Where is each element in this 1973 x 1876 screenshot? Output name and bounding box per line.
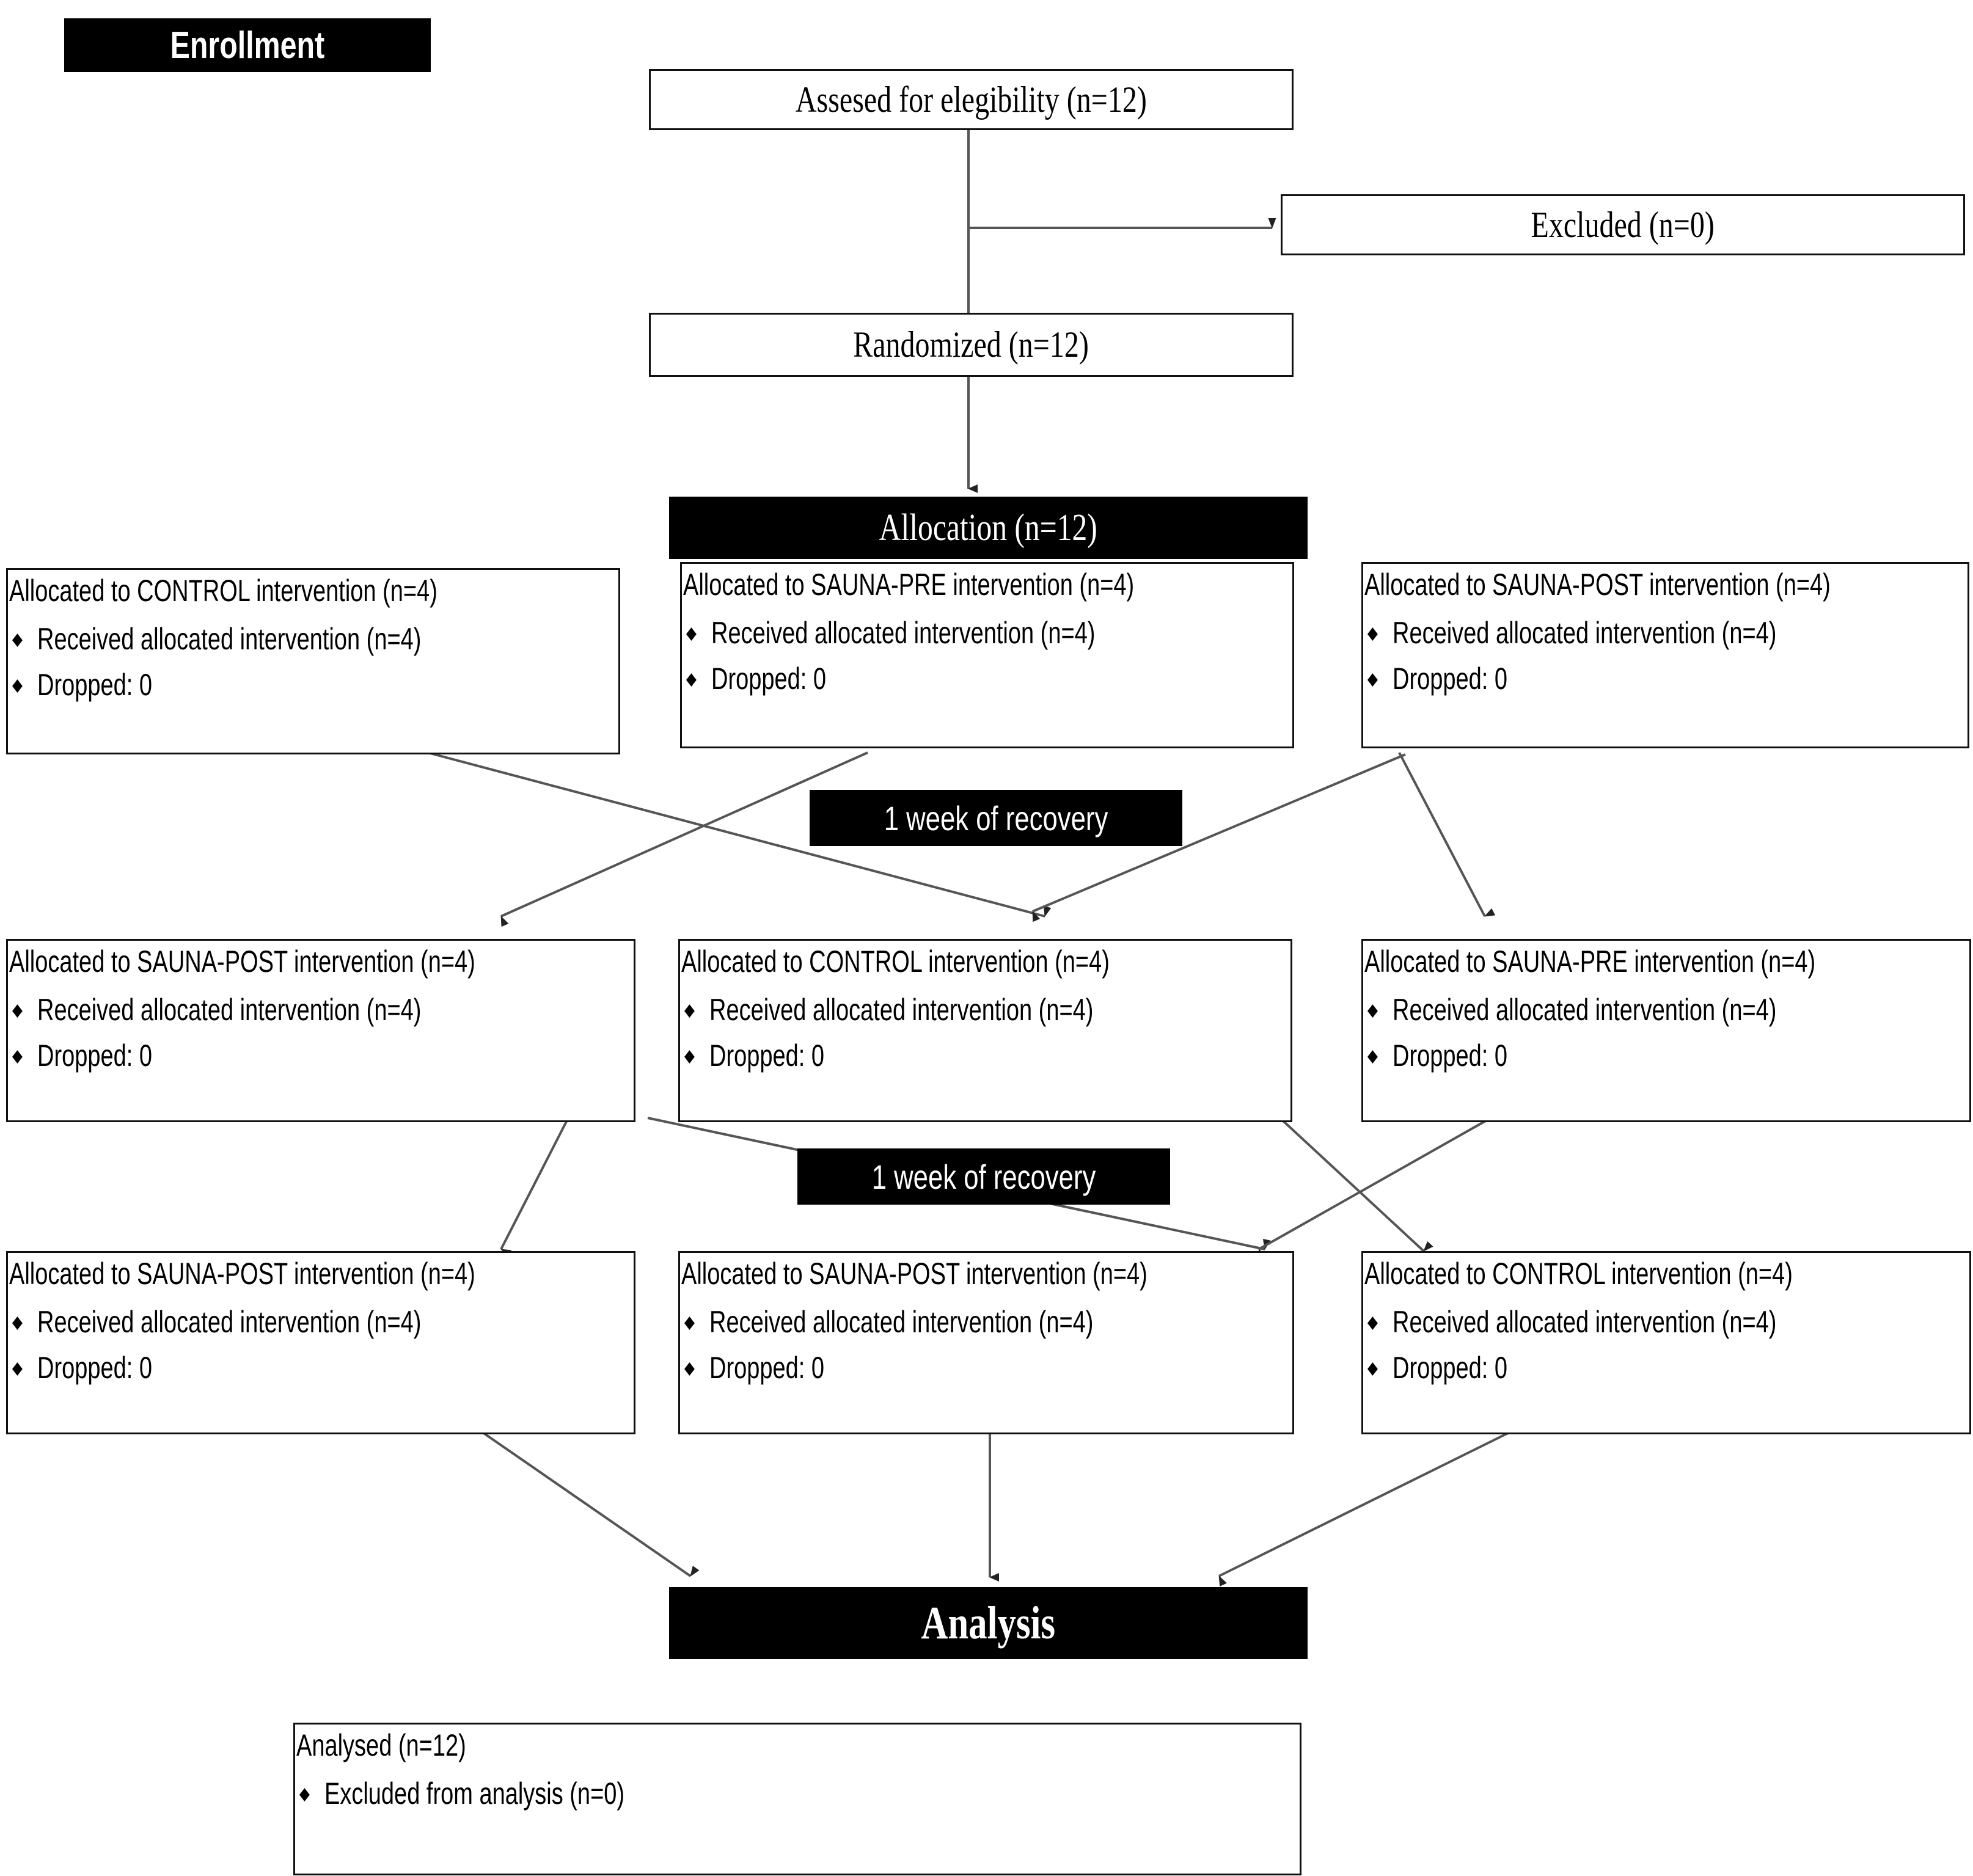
allocation-bullet-text: Dropped: 0 <box>1393 1038 1508 1073</box>
allocation-bullet: ♦ Received allocated intervention (n=4) <box>1364 1304 1898 1340</box>
allocation-box-period2-middle: Allocated to CONTROL intervention (n=4) … <box>678 939 1292 1122</box>
allocation-bullet-text: Received allocated intervention (n=4) <box>37 622 422 656</box>
allocation-heading: Allocated to SAUNA-PRE intervention (n=4… <box>1364 944 1816 979</box>
assessed-label: Assesed for elegibility (n=12) <box>796 79 1147 120</box>
bullet-diamond-icon: ♦ <box>1364 1313 1381 1335</box>
allocation-bullet: ♦ Dropped: 0 <box>1364 661 1543 696</box>
allocation-heading: Allocated to SAUNA-POST intervention (n=… <box>9 1257 475 1291</box>
bullet-diamond-icon: ♦ <box>1364 624 1381 646</box>
allocation-heading: Allocated to SAUNA-PRE intervention (n=4… <box>683 568 1135 602</box>
allocation-heading: Allocated to SAUNA-POST intervention (n=… <box>1364 568 1831 602</box>
bullet-diamond-icon: ♦ <box>296 1785 313 1806</box>
allocation-bullet: ♦ Received allocated intervention (n=4) <box>683 615 1217 651</box>
allocation-bullet: ♦ Dropped: 0 <box>9 1350 188 1385</box>
stage-banner-recovery-2: 1 week of recovery <box>797 1148 1170 1205</box>
allocation-bullet-text: Received allocated intervention (n=4) <box>1393 993 1777 1027</box>
bullet-diamond-icon: ♦ <box>9 1359 26 1381</box>
bullet-diamond-icon: ♦ <box>681 1047 698 1068</box>
allocation-bullet: ♦ Dropped: 0 <box>683 661 862 696</box>
allocation-bullet-text: Dropped: 0 <box>37 1351 153 1385</box>
allocation-box-period3-middle: Allocated to SAUNA-POST intervention (n=… <box>678 1251 1294 1434</box>
allocation-box-period2-left: Allocated to SAUNA-POST intervention (n=… <box>6 939 635 1122</box>
allocation-bullet-text: Received allocated intervention (n=4) <box>37 993 422 1027</box>
stage-banner-recovery-1: 1 week of recovery <box>810 790 1182 846</box>
allocation-bullet: ♦ Received allocated intervention (n=4) <box>1364 992 1898 1027</box>
allocation-bullet: ♦ Received allocated intervention (n=4) <box>681 1304 1215 1340</box>
allocation-bullet: ♦ Dropped: 0 <box>1364 1038 1543 1073</box>
excluded-box: Excluded (n=0) <box>1281 194 1965 255</box>
bullet-diamond-icon: ♦ <box>1364 670 1381 692</box>
analysed-box: Analysed (n=12) ♦ Excluded from analysis… <box>293 1723 1301 1875</box>
edge-p1c-to-p2c-left <box>1398 752 1496 917</box>
allocation-heading: Allocated to CONTROL intervention (n=4) <box>9 574 437 608</box>
bullet-diamond-icon: ♦ <box>1364 1047 1381 1068</box>
allocation-bullet-text: Dropped: 0 <box>711 662 827 696</box>
allocation-box-period1-right: Allocated to SAUNA-POST intervention (n=… <box>1361 562 1969 748</box>
allocation-box-period1-middle: Allocated to SAUNA-PRE intervention (n=4… <box>680 562 1294 748</box>
randomized-label: Randomized (n=12) <box>853 324 1089 365</box>
allocation-bullet-text: Received allocated intervention (n=4) <box>1393 1305 1777 1339</box>
bullet-diamond-icon: ♦ <box>9 630 26 652</box>
allocation-bullet-text: Dropped: 0 <box>709 1038 825 1073</box>
randomized-box: Randomized (n=12) <box>649 313 1294 377</box>
bullet-diamond-icon: ♦ <box>9 1047 26 1068</box>
allocation-bullet-text: Dropped: 0 <box>709 1351 825 1385</box>
allocation-bullet: ♦ Dropped: 0 <box>1364 1350 1543 1385</box>
analysed-bullet-text: Excluded from analysis (n=0) <box>324 1776 625 1811</box>
stage-banner-analysis: Analysis <box>669 1587 1308 1659</box>
allocation-bullet: ♦ Received allocated intervention (n=4) <box>9 621 543 657</box>
assessed-for-eligibility-box: Assesed for elegibility (n=12) <box>649 69 1294 130</box>
bullet-diamond-icon: ♦ <box>681 1001 698 1023</box>
bullet-diamond-icon: ♦ <box>681 1359 698 1381</box>
allocation-heading: Allocated to SAUNA-POST intervention (n=… <box>9 944 475 979</box>
allocation-bullet: ♦ Received allocated intervention (n=4) <box>9 1304 543 1340</box>
allocation-bullet: ♦ Received allocated intervention (n=4) <box>9 992 543 1027</box>
allocation-heading: Allocated to SAUNA-POST intervention (n=… <box>681 1257 1148 1291</box>
bullet-diamond-icon: ♦ <box>681 1313 698 1335</box>
allocation-box-period3-left: Allocated to SAUNA-POST intervention (n=… <box>6 1251 635 1434</box>
stage-label-analysis: Analysis <box>921 1597 1056 1649</box>
allocation-bullet: ♦ Dropped: 0 <box>9 667 188 703</box>
bullet-diamond-icon: ♦ <box>683 624 700 646</box>
allocation-bullet-text: Received allocated intervention (n=4) <box>709 993 1094 1027</box>
analysed-heading: Analysed (n=12) <box>296 1728 466 1762</box>
edge-p2b-to-p3a <box>500 1117 569 1258</box>
allocation-bullet: ♦ Received allocated intervention (n=4) <box>1364 615 1898 651</box>
stage-banner-allocation: Allocation (n=12) <box>669 497 1308 559</box>
bullet-diamond-icon: ♦ <box>9 1001 26 1023</box>
allocation-bullet-text: Dropped: 0 <box>37 668 153 702</box>
stage-label-allocation: Allocation (n=12) <box>879 506 1098 549</box>
excluded-label: Excluded (n=0) <box>1531 204 1715 245</box>
analysed-bullet: ♦ Excluded from analysis (n=0) <box>296 1776 719 1811</box>
stage-banner-enrollment: Enrollment <box>64 18 431 72</box>
allocation-bullet: ♦ Received allocated intervention (n=4) <box>681 992 1215 1027</box>
bullet-diamond-icon: ♦ <box>1364 1001 1381 1023</box>
edge-p2c-to-p3b <box>1258 1117 1492 1260</box>
allocation-bullet-text: Received allocated intervention (n=4) <box>711 616 1096 650</box>
allocation-bullet-text: Dropped: 0 <box>37 1038 153 1073</box>
bullet-diamond-icon: ♦ <box>1364 1359 1381 1381</box>
stage-label-enrollment: Enrollment <box>170 24 325 67</box>
allocation-box-period3-right: Allocated to CONTROL intervention (n=4) … <box>1361 1251 1971 1434</box>
bullet-diamond-icon: ♦ <box>9 676 26 698</box>
stage-label-recovery-1: 1 week of recovery <box>884 798 1108 838</box>
allocation-bullet-text: Received allocated intervention (n=4) <box>1393 616 1777 650</box>
allocation-bullet: ♦ Dropped: 0 <box>681 1038 860 1073</box>
allocation-box-period2-right: Allocated to SAUNA-PRE intervention (n=4… <box>1361 939 1971 1122</box>
allocation-bullet-text: Dropped: 0 <box>1393 662 1508 696</box>
allocation-bullet-text: Dropped: 0 <box>1393 1351 1508 1385</box>
edge-p3c-to-analysis <box>1218 1431 1510 1587</box>
allocation-heading: Allocated to CONTROL intervention (n=4) <box>681 944 1110 979</box>
stage-label-recovery-2: 1 week of recovery <box>871 1157 1096 1196</box>
allocation-bullet-text: Received allocated intervention (n=4) <box>709 1305 1094 1339</box>
edge-p3a-to-analysis <box>481 1431 700 1577</box>
edge-p2c-to-p3c <box>1282 1120 1433 1252</box>
bullet-diamond-icon: ♦ <box>683 670 700 692</box>
allocation-bullet: ♦ Dropped: 0 <box>681 1350 860 1385</box>
allocation-bullet-text: Received allocated intervention (n=4) <box>37 1305 422 1339</box>
allocation-bullet: ♦ Dropped: 0 <box>9 1038 188 1073</box>
bullet-diamond-icon: ♦ <box>9 1313 26 1335</box>
allocation-box-period1-left: Allocated to CONTROL intervention (n=4) … <box>6 568 620 754</box>
allocation-heading: Allocated to CONTROL intervention (n=4) <box>1364 1257 1793 1291</box>
